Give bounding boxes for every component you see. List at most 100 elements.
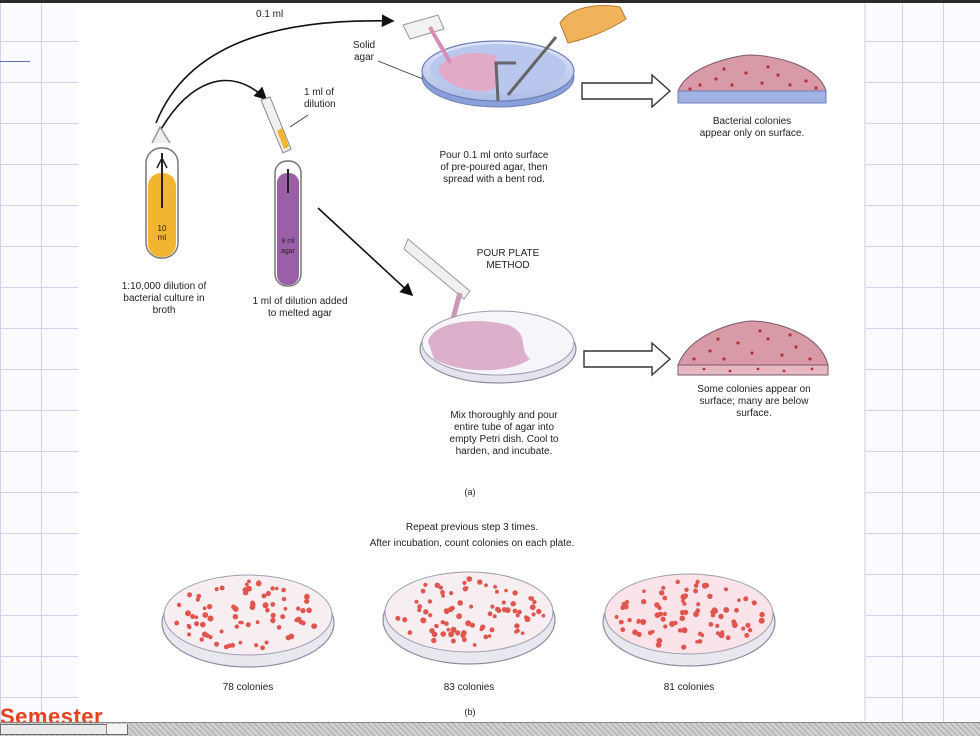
colony-dot <box>187 632 192 637</box>
colony-dot <box>250 601 256 607</box>
colony-dot <box>655 642 662 648</box>
colony-dot <box>300 608 306 614</box>
colony-dot <box>245 622 251 628</box>
colony-dot <box>438 585 443 590</box>
colony-dot <box>734 607 739 613</box>
pour-plate-title-1: POUR PLATE <box>477 248 540 259</box>
colony-dot <box>423 609 429 615</box>
count-plate-2 <box>382 571 556 665</box>
result-arrow-middle <box>583 341 672 377</box>
colony-dot <box>512 590 518 596</box>
colony-dot <box>696 602 701 607</box>
colony-dot <box>276 625 282 630</box>
colony-dot <box>495 589 499 594</box>
colony-dot <box>219 629 224 634</box>
colony-dot <box>427 599 433 604</box>
colony-dot <box>304 593 310 600</box>
colony-dot <box>656 637 663 644</box>
colony-dot <box>758 617 765 624</box>
colony-dot <box>524 615 529 620</box>
colony-dot <box>414 599 419 604</box>
colony-dot <box>695 579 700 585</box>
colony-dot <box>199 637 204 642</box>
colony-dot <box>238 640 243 645</box>
taskbar-button[interactable] <box>106 724 127 734</box>
colony-dot <box>501 600 506 605</box>
colony-dot <box>492 614 497 619</box>
colony-dot <box>446 627 451 632</box>
colony-dot <box>466 576 473 582</box>
colony-dot <box>185 610 191 617</box>
colony-dot <box>300 620 306 626</box>
colony-dot <box>428 613 433 618</box>
colony-dot <box>680 594 687 600</box>
colony-dot <box>270 602 276 607</box>
tube-b-caption-1: 1 ml of dilution added <box>252 296 347 307</box>
colony-dot <box>737 598 741 602</box>
margin-rule <box>0 61 30 62</box>
colony-dot <box>457 600 464 606</box>
colony-dot <box>620 627 626 633</box>
colony-dot <box>751 600 757 606</box>
colony-dot <box>480 624 486 630</box>
colony-dot <box>417 608 422 613</box>
colony-dot <box>715 623 720 629</box>
pour-result-2: surface; many are below <box>700 396 810 407</box>
colony-dot <box>487 634 492 638</box>
colony-dot <box>205 633 210 638</box>
colony-dot <box>743 596 749 602</box>
tube-b-caption-2: to melted agar <box>268 308 333 319</box>
colony-dot <box>187 625 192 630</box>
panel-label-b: (b) <box>465 707 476 717</box>
label-one-ml-dilution-1: 1 ml of <box>304 87 334 98</box>
colony-dot <box>434 624 439 629</box>
colony-dot <box>484 583 488 588</box>
colony-dot <box>658 611 663 617</box>
pour-result-dish <box>677 320 829 376</box>
colony-dot <box>270 612 276 619</box>
spread-result-2: appear only on surface. <box>700 128 805 139</box>
pour-step-1: Mix thoroughly and pour <box>450 410 558 421</box>
colony-dot <box>294 618 299 623</box>
colony-dot <box>214 641 220 647</box>
pointer-solid-agar <box>377 60 424 80</box>
colony-dot <box>232 614 239 620</box>
colony-dot <box>264 640 269 645</box>
broth-tube: 10 ml <box>145 125 179 259</box>
colony-dot <box>489 627 495 633</box>
panel-label-a: (a) <box>465 487 476 497</box>
colony-dot <box>490 604 495 609</box>
colony-dot <box>451 638 456 644</box>
arrow-to-agar-tube <box>159 79 268 132</box>
dilution-plating-diagram: 0.1 ml 10 ml 9 ml agar 1 ml of dilution … <box>122 5 829 717</box>
colony-dot <box>207 604 213 610</box>
colony-dot <box>472 643 477 647</box>
window-top-border <box>0 0 980 3</box>
colony-dot <box>306 607 312 614</box>
label-top-volume: 0.1 ml <box>256 9 283 20</box>
colony-dot <box>462 637 467 643</box>
semester-label: Semester <box>0 706 104 724</box>
colony-dot <box>618 619 624 625</box>
colony-dot <box>285 635 291 641</box>
colony-dot <box>693 611 699 618</box>
pour-step-4: harden, and incubate. <box>456 446 553 457</box>
colony-dot <box>504 588 508 593</box>
colony-dot <box>244 582 249 587</box>
colony-dot <box>681 627 688 634</box>
colony-dot <box>174 620 180 626</box>
colony-dot <box>440 620 445 625</box>
colony-dot <box>270 617 276 624</box>
colony-dot <box>265 590 271 597</box>
colony-dot <box>720 630 725 635</box>
colony-dot <box>712 607 718 614</box>
spread-step-3: spread with a bent rod. <box>443 174 545 185</box>
colony-dot <box>274 586 279 591</box>
colony-dot <box>504 607 511 614</box>
colony-dot <box>395 615 401 621</box>
label-solid-agar-1: Solid <box>353 40 375 51</box>
colony-dot <box>448 631 454 638</box>
colony-dot <box>420 617 427 624</box>
colony-dot <box>710 612 716 618</box>
colony-dot <box>176 602 182 608</box>
